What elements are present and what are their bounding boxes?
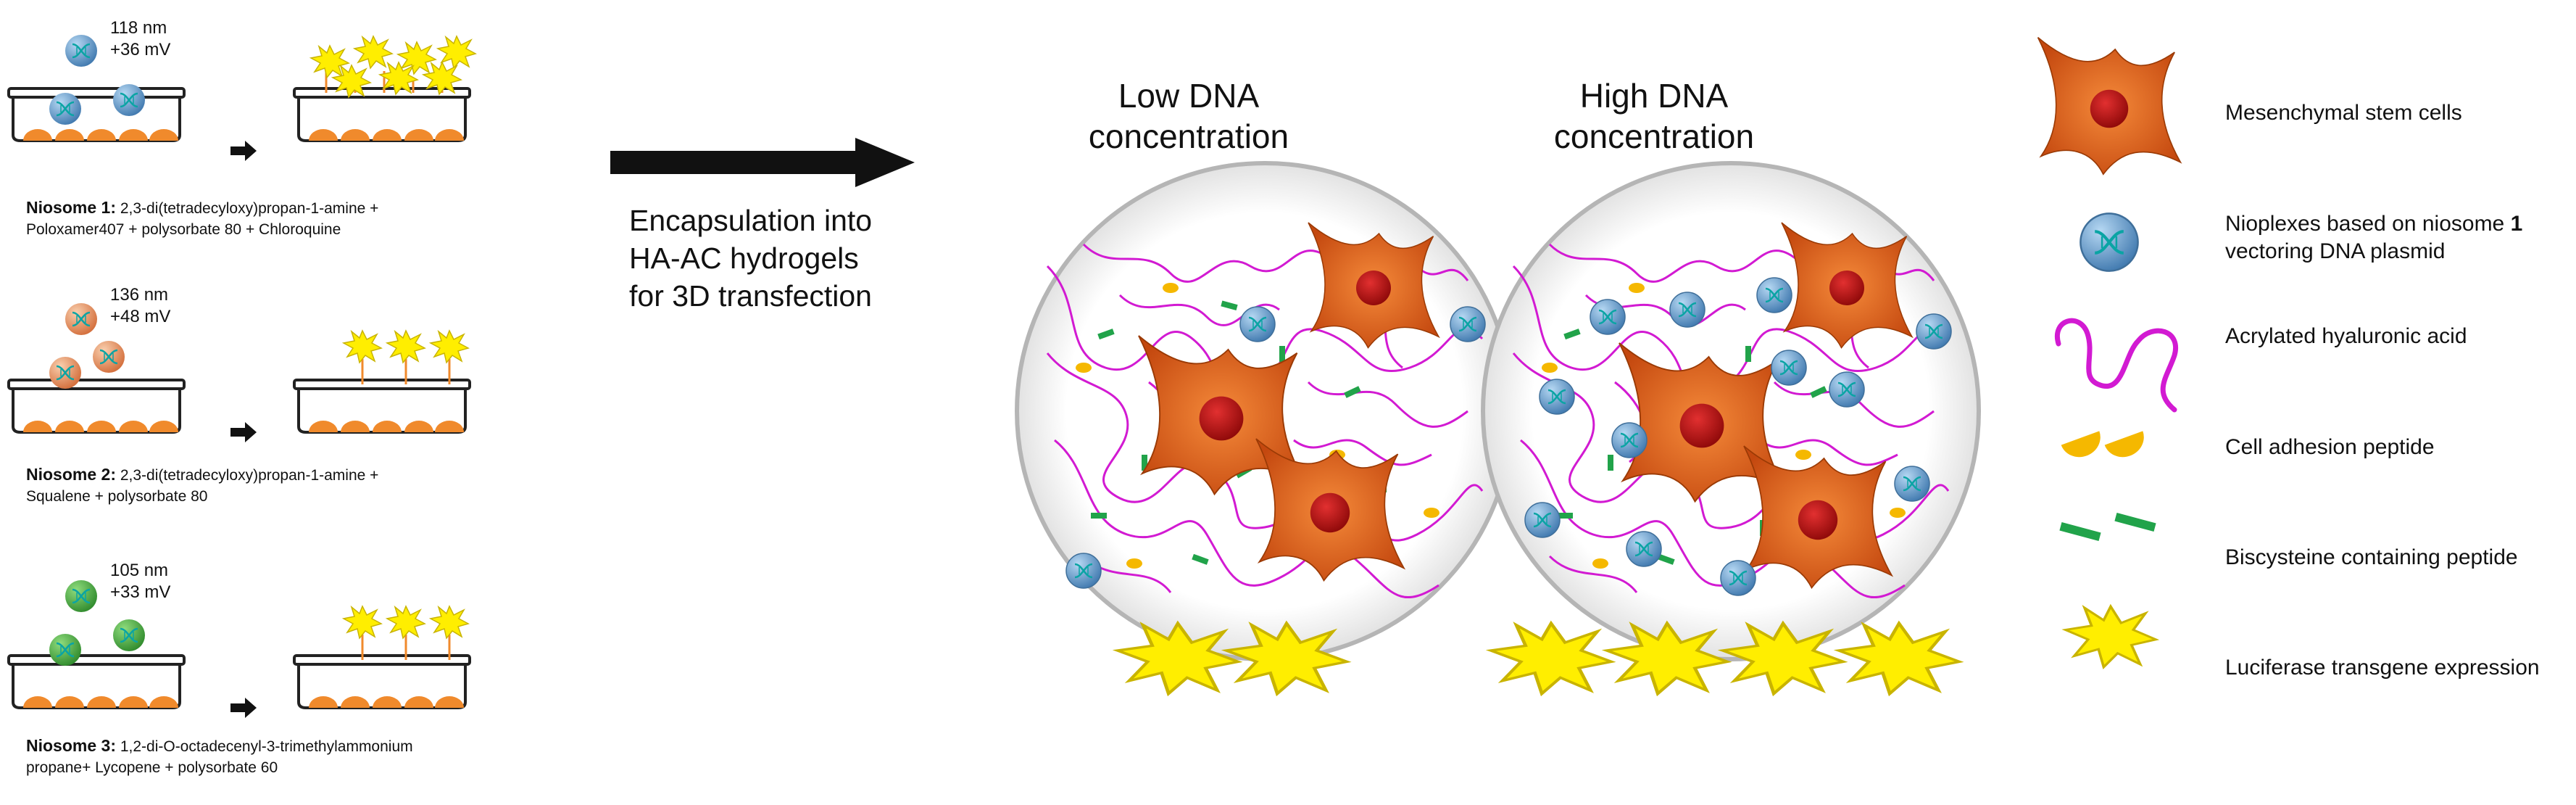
legend-nioplexes: Nioplexes based on niosome 1 vectoring D… [2225, 210, 2522, 265]
legend-luciferase: Luciferase transgene expression [2225, 656, 2540, 680]
biscysteine-icon [2059, 512, 2156, 542]
star-burst-icon [361, 635, 451, 660]
legend-nioplexes-bold: 1 [2510, 212, 2523, 236]
niosome-3-size: 105 nm [110, 561, 169, 580]
dish-icon [293, 87, 471, 142]
legend-hyaluronic: Acrylated hyaluronic acid [2225, 324, 2467, 348]
niosome-2-caption: Niosome 2: 2,3-di(tetradecyloxy)propan-1… [26, 464, 378, 507]
stem-cell-icon [2037, 36, 2182, 176]
star-burst-icon [2064, 605, 2158, 669]
hydrogel-icon [1015, 161, 1515, 661]
encapsulation-text: Encapsulation into HA-AC hydrogels for 3… [629, 202, 872, 315]
star-burst-icon [361, 359, 451, 384]
encapsulation-line-3: for 3D transfection [629, 279, 872, 313]
niosome-1-name: Niosome 1 [26, 198, 111, 217]
niosome-1-size: 118 nm [110, 18, 167, 38]
legend-stem-cells: Mesenchymal stem cells [2225, 101, 2462, 125]
niosome-2-charge: +48 mV [110, 307, 171, 326]
niosome-3-sep: : [110, 736, 116, 755]
niosome-2-line2: Squalene + polysorbate 80 [26, 488, 208, 505]
legend-biscysteine: Biscysteine containing peptide [2225, 545, 2518, 569]
niosome-3-charge: +33 mV [110, 582, 171, 602]
niosome-1-caption: Niosome 1: 2,3-di(tetradecyloxy)propan-1… [26, 197, 378, 240]
niosome-2-sep: : [110, 465, 116, 484]
hydrogel-low-title-1: Low DNA [1118, 77, 1260, 115]
arrow-icon [230, 698, 257, 718]
encapsulation-line-1: Encapsulation into [629, 204, 873, 237]
niosome-1-line2: Poloxamer407 + polysorbate 80 + Chloroqu… [26, 221, 341, 238]
nioplex-icon [49, 35, 145, 125]
niosome-2-name: Niosome 2 [26, 465, 111, 484]
legend-nioplexes-line1: Nioplexes based on niosome [2225, 212, 2511, 236]
niosome-1-group [7, 35, 476, 161]
hydrogel-icon [1481, 161, 1981, 661]
hydrogel-low-title: Low DNA concentration [1036, 75, 1341, 157]
arrow-icon [610, 138, 915, 187]
niosome-3-line2: propane+ Lycopene + polysorbate 60 [26, 759, 278, 776]
hydrogel-high-title: High DNA concentration [1502, 75, 1806, 157]
niosome-1-charge: +36 mV [110, 40, 171, 59]
nioplex-icon [49, 580, 145, 666]
luciferase-stars [343, 606, 469, 639]
dish-icon [293, 379, 471, 434]
hydrogel-high-title-2: concentration [1553, 117, 1755, 155]
niosome-3-group [7, 580, 471, 718]
adhesion-peptide-icon [2061, 431, 2144, 458]
niosome-1-sep: : [110, 198, 116, 217]
hyaluronic-icon [2054, 318, 2179, 413]
nioplex-icon [2080, 213, 2137, 271]
legend-nioplexes-line2: vectoring DNA plasmid [2225, 239, 2446, 263]
arrow-icon [230, 422, 257, 442]
niosome-3-name: Niosome 3 [26, 736, 111, 755]
dish-icon [293, 654, 471, 709]
hydrogel-low-title-2: concentration [1088, 117, 1289, 155]
niosome-3-caption: Niosome 3: 1,2-di-O-octadecenyl-3-trimet… [26, 735, 413, 778]
hydrogel-high-title-1: High DNA [1579, 77, 1729, 115]
dish-icon [7, 87, 186, 142]
arrow-icon [230, 141, 257, 161]
niosome-2-size: 136 nm [110, 285, 169, 305]
niosome-3-line1: 1,2-di-O-octadecenyl-3-trimethylammonium [116, 738, 413, 755]
dish-icon [7, 379, 186, 434]
niosome-2-line1: 2,3-di(tetradecyloxy)propan-1-amine + [116, 467, 379, 484]
encapsulation-line-2: HA-AC hydrogels [629, 242, 859, 275]
dish-icon [7, 654, 186, 709]
luciferase-stars [343, 330, 469, 363]
niosome-2-group [7, 303, 471, 442]
niosome-1-line1: 2,3-di(tetradecyloxy)propan-1-amine + [116, 200, 379, 217]
nioplex-icon [49, 303, 125, 389]
legend-adhesion: Cell adhesion peptide [2225, 435, 2435, 459]
